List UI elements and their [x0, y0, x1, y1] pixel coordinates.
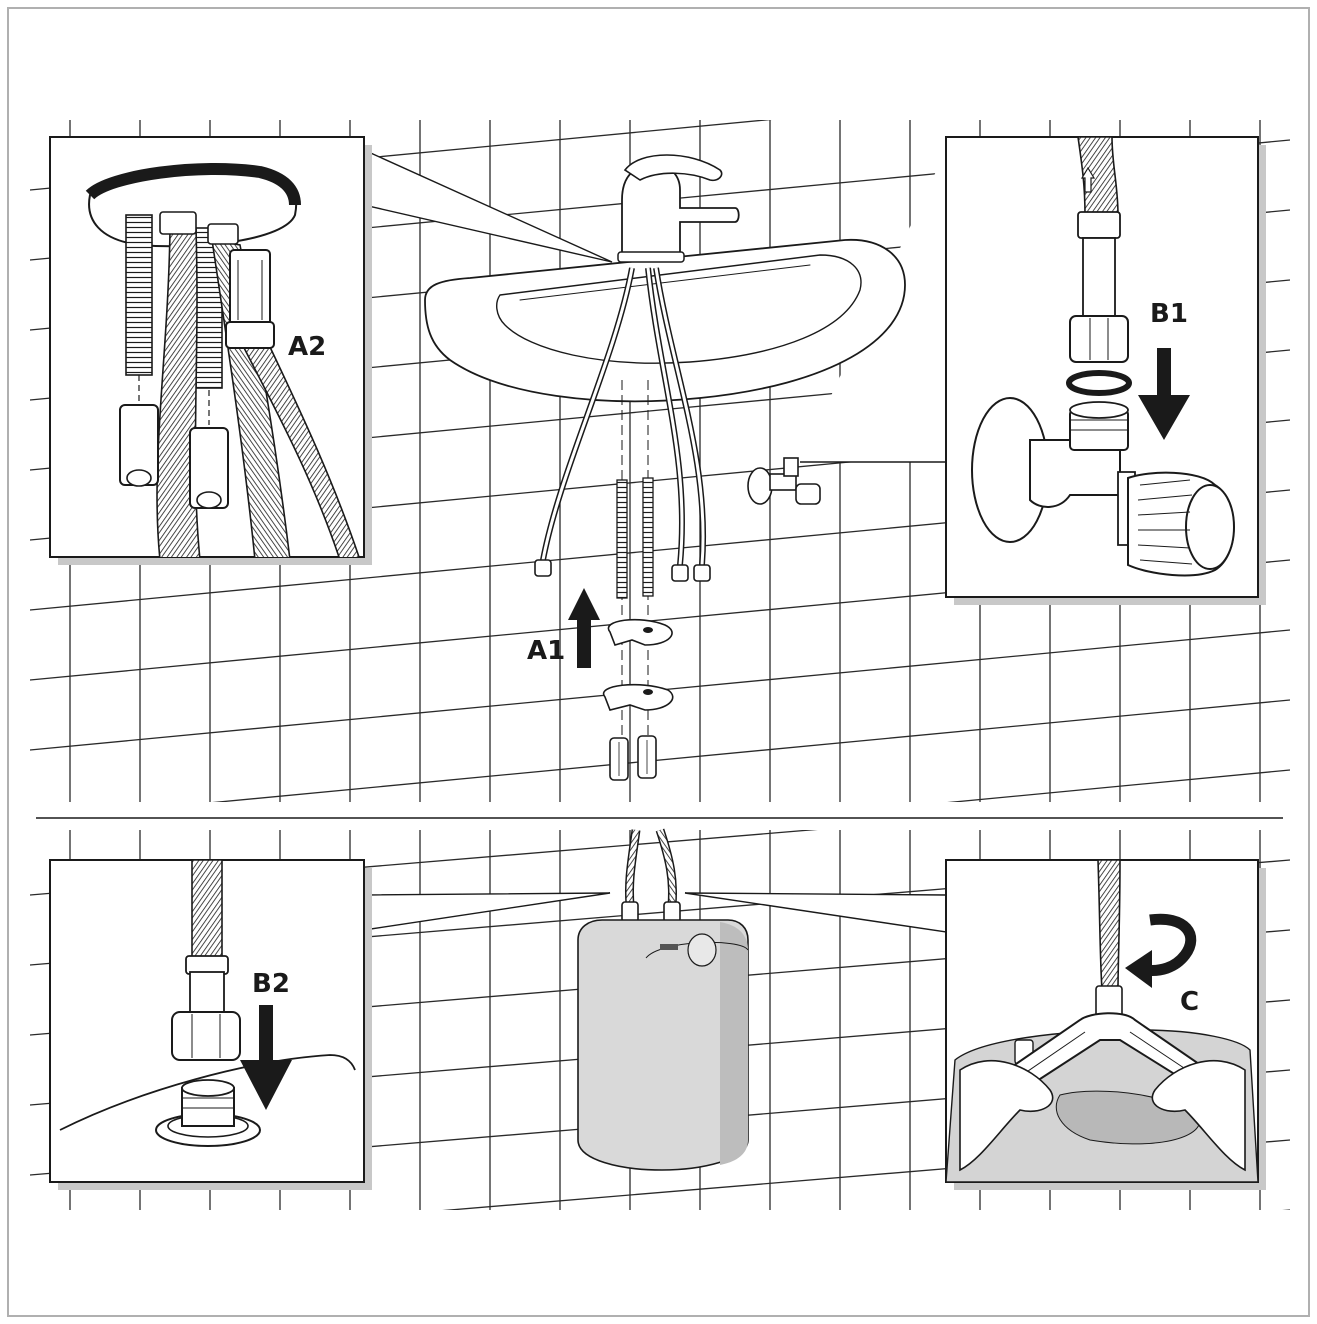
rotate-arrow-icon: [1125, 913, 1197, 988]
mounting-washers: [602, 618, 674, 711]
faucet-hoses: [534, 267, 711, 582]
panel-b2: B2: [49, 859, 372, 1190]
water-heater: [577, 828, 749, 1171]
arrow-down-icon: [1138, 348, 1190, 440]
arrow-down-icon: [240, 1005, 292, 1110]
label-a1: A1: [527, 636, 565, 666]
tile-line: [947, 769, 1290, 802]
label-b1: B1: [1150, 299, 1188, 329]
label-a2: A2: [288, 332, 326, 362]
panel-c: C: [945, 859, 1266, 1190]
arrow-up-icon: [568, 588, 600, 668]
faucet: [617, 154, 740, 263]
panel-b1: B1: [945, 136, 1266, 605]
label-b2: B2: [252, 969, 290, 999]
angle-valve: [747, 457, 821, 505]
label-c: C: [1180, 987, 1199, 1017]
panel-a2: A2: [49, 136, 372, 565]
tile-line: [212, 699, 1290, 802]
mounting-nuts: [609, 735, 657, 781]
